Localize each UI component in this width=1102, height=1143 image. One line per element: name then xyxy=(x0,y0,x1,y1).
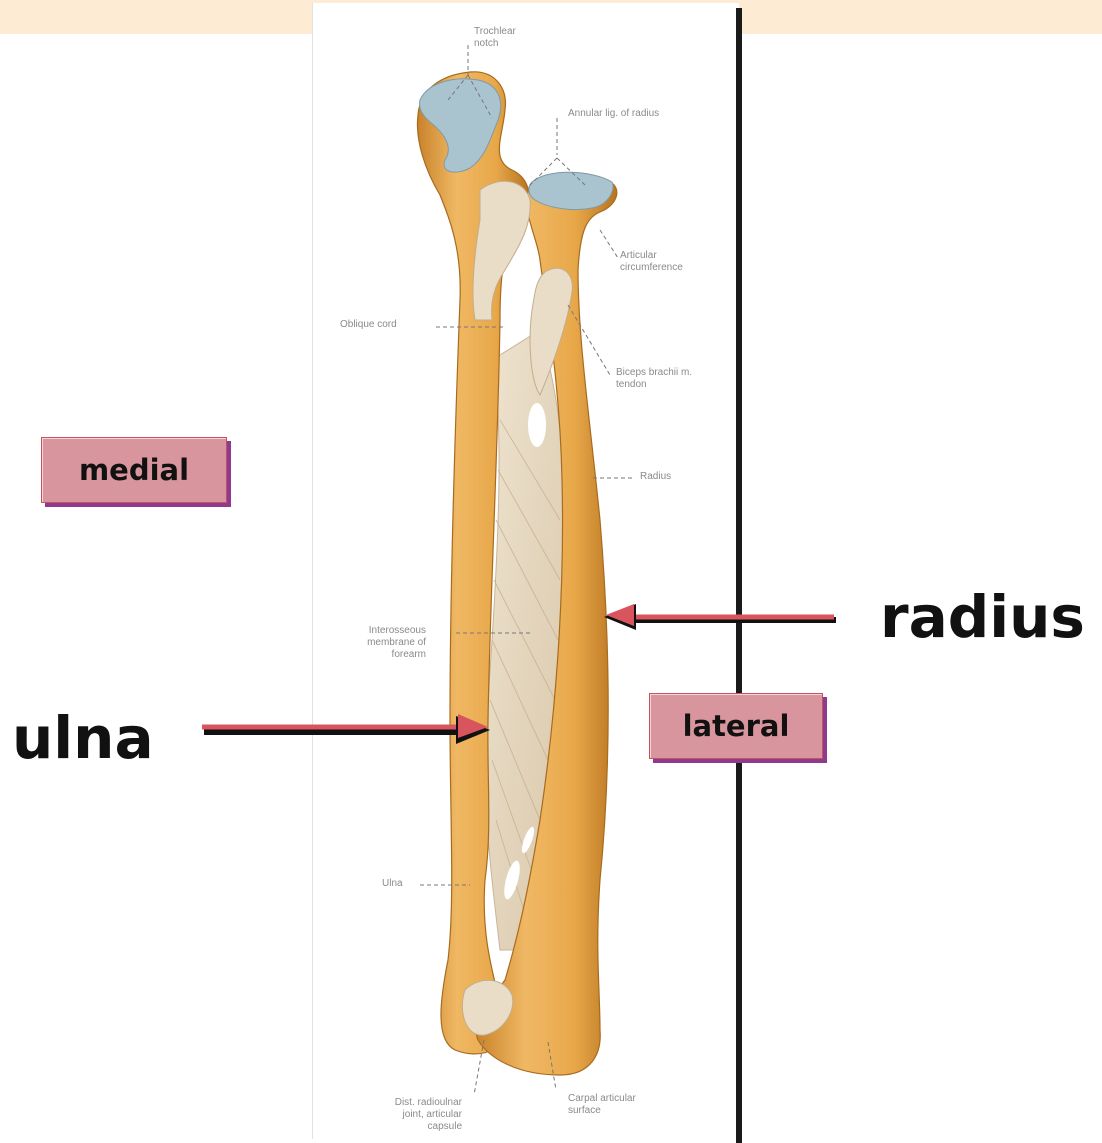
annotation-radius: Radius xyxy=(640,471,671,483)
medial-tag: medial xyxy=(41,437,227,503)
annotation-oblique-cord: Oblique cord xyxy=(340,319,397,331)
ulna-label: ulna xyxy=(12,706,154,770)
radius-label: radius xyxy=(880,585,1085,649)
annular-ligament xyxy=(473,181,530,320)
annotation-annular-ligament: Annular lig. of radius xyxy=(568,108,659,120)
radius-pointer-arrow xyxy=(600,598,840,638)
annotation-biceps-tendon: Biceps brachii m.tendon xyxy=(616,367,692,391)
ulna-pointer-arrow xyxy=(200,708,496,748)
annotation-ulna: Ulna xyxy=(382,878,403,890)
lateral-tag: lateral xyxy=(649,693,823,759)
